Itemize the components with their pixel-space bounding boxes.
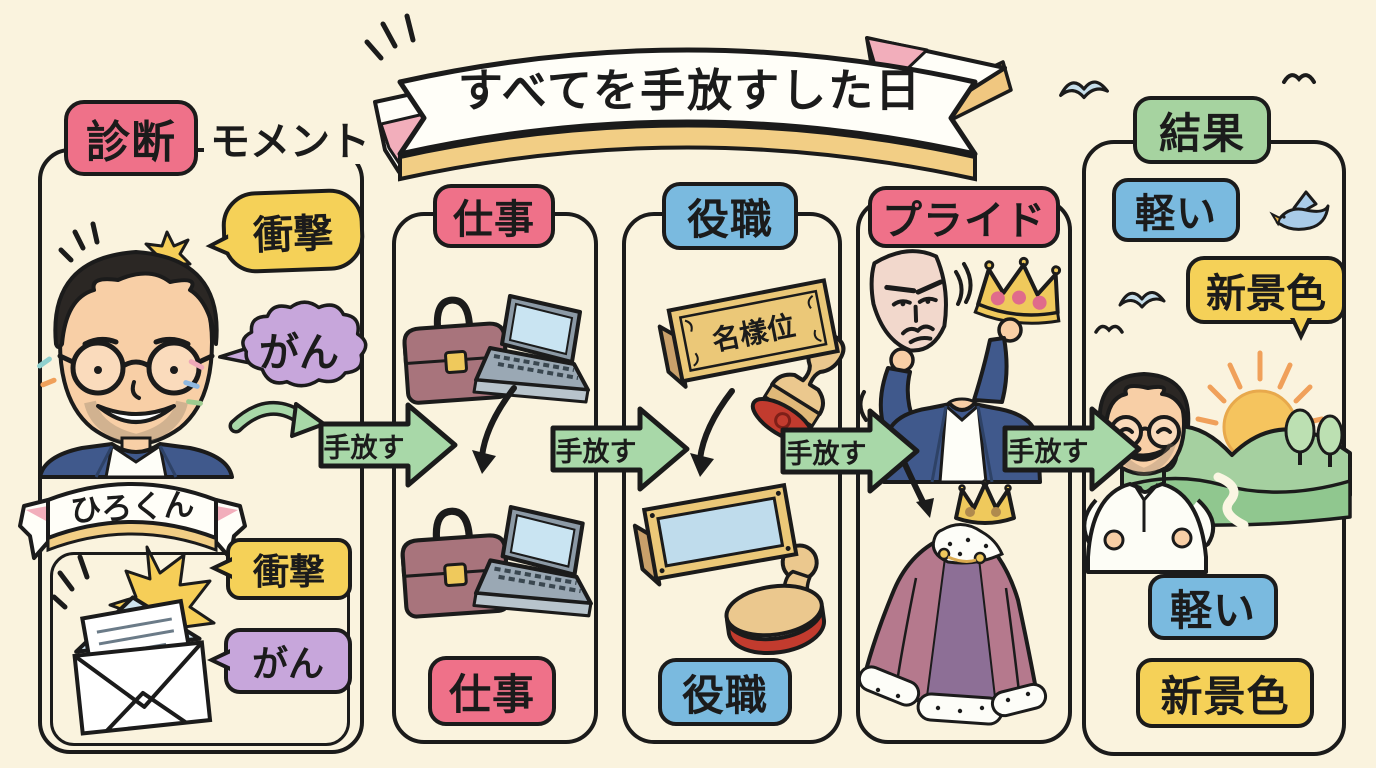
briefcase-laptop-icon <box>402 294 590 405</box>
release-label: 手放す <box>1007 436 1089 468</box>
tag-light-top: 軽い <box>1112 178 1240 242</box>
title-ribbon-banner <box>364 13 1013 182</box>
tag-work-bottom: 仕事 <box>428 656 556 726</box>
blank-nameplate-icon <box>623 478 806 596</box>
bubble-shock2-text: 衝撃 <box>252 552 325 593</box>
nameplate-icon: 名樣位 <box>648 271 848 400</box>
laptop-icon <box>472 505 593 618</box>
laptop-icon <box>472 294 590 404</box>
page-title: すべてを手放すした日 <box>457 63 923 117</box>
tag-result: 結果 <box>1133 96 1271 164</box>
release-arrow-1: 手放す <box>316 398 461 493</box>
bluebird-icon <box>1269 190 1330 231</box>
mask-crown-figure-icon <box>858 249 1062 484</box>
down-arrow-icon <box>901 459 934 518</box>
thought-cloud-cancer: がん <box>218 295 370 403</box>
result-content: 軽い 新景色 <box>1082 140 1352 756</box>
down-arrow-icon <box>472 385 517 474</box>
tag-work-top: 仕事 <box>433 184 555 248</box>
portrait-icon <box>38 250 234 479</box>
work-content: 仕事 <box>392 212 598 744</box>
position-content: 名樣位 <box>622 212 846 744</box>
release-label: 手放す <box>323 432 405 464</box>
release-arrow-3: 手放す <box>778 404 923 499</box>
tag-light-bottom: 軽い <box>1148 574 1278 640</box>
bubble-scenery-text: 新景色 <box>1206 271 1326 317</box>
seagull-icon <box>1059 80 1109 100</box>
envelope-icon <box>51 545 216 736</box>
tag-position-top: 役職 <box>662 182 798 250</box>
diagnosis-content: 衝撃 がん ひろくん <box>18 148 368 754</box>
crown-icon <box>954 479 1016 525</box>
hanko-stamp-icon <box>724 543 826 655</box>
person-name: ひろくん <box>69 486 196 529</box>
tag-scenery-bottom: 新景色 <box>1136 658 1314 728</box>
speech-bubble-shock: 衝撃 <box>220 187 366 275</box>
crown-icon <box>973 256 1062 325</box>
seagull-icon <box>1282 73 1316 84</box>
tag-pride: プライド <box>868 186 1060 248</box>
briefcase-laptop-icon <box>400 505 593 619</box>
surprise-lines-icon <box>58 221 100 263</box>
curved-arrow-icon <box>228 400 326 438</box>
release-arrow-2: 手放す <box>548 402 693 497</box>
bubble-cancer2-text: がん <box>251 644 324 685</box>
pride-content <box>856 198 1072 744</box>
speech-bubble-scenery: 新景色 <box>1186 256 1346 341</box>
bubble-shock-text: 衝撃 <box>252 210 334 260</box>
down-arrow-icon <box>690 388 735 477</box>
release-label: 手放す <box>785 438 867 470</box>
bubble-cancer-text: がん <box>259 330 339 376</box>
seagull-icon <box>1118 291 1166 309</box>
royal-cape-icon <box>857 479 1048 726</box>
speech-bubble-shock-2: 衝撃 <box>209 538 352 600</box>
tag-diagnosis-suffix: モメント <box>204 112 376 165</box>
tag-position-bottom: 役職 <box>658 658 792 726</box>
name-ribbon-icon <box>18 482 247 560</box>
sparkle-icon <box>364 13 416 61</box>
speech-bubble-cancer-2: がん <box>207 628 352 694</box>
tag-diagnosis: 診断 <box>64 100 198 176</box>
seagull-icon <box>1094 324 1124 334</box>
release-arrow-4: 手放す <box>1000 402 1145 497</box>
release-label: 手放す <box>555 436 637 468</box>
mask-icon <box>869 249 948 353</box>
